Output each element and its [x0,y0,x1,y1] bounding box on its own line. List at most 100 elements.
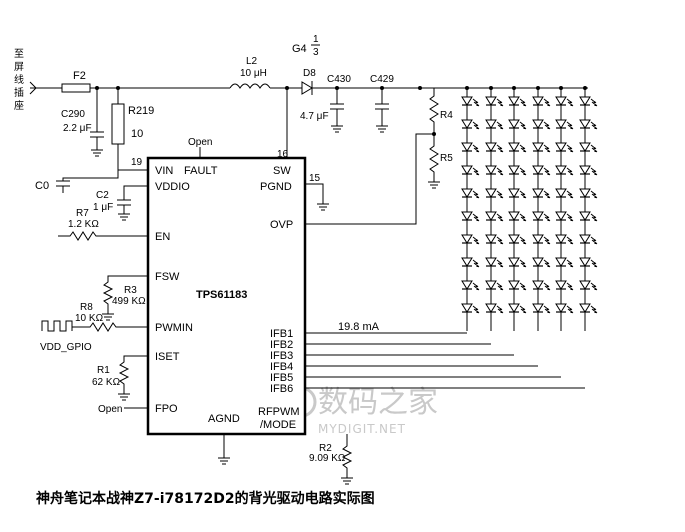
rfpwm-network: R2 9.09 KΩ [309,434,353,485]
c2-value: 1 μF [93,202,113,213]
led-icon [461,234,480,245]
pin-ifb4: IFB4 [270,361,293,373]
fault-open-label: Open [188,137,212,148]
led-icon [485,303,504,314]
capacitor-c290: C290 2.2 μF [61,88,104,157]
connector-label: 至 屏 线 插 座 [14,48,24,112]
pin-agnd: AGND [208,413,240,425]
r8-ref: R8 [80,302,93,313]
led-icon [532,96,551,107]
led-icon [485,280,504,291]
led-icon [579,303,598,314]
input-rail: F2 [29,70,230,95]
led-icon [485,96,504,107]
led-string-5 [555,86,574,331]
led-icon [555,142,574,153]
led-icon [532,257,551,268]
connector-char-2: 屏 [14,61,24,73]
connector-char-1: 至 [14,48,24,60]
led-icon [579,119,598,130]
c429-ref: C429 [370,74,394,85]
led-icon [532,119,551,130]
capacitor-c0: C0 [35,170,119,193]
r4-ref: R4 [440,110,453,121]
led-icon [461,303,480,314]
led-icon [485,211,504,222]
led-icon [579,142,598,153]
led-icon [555,234,574,245]
vdd-gpio-label: VDD_GPIO [40,342,92,353]
led-icon [579,234,598,245]
diode-d8: D8 G4 1 3 [292,34,420,95]
c0-ref: C0 [35,180,49,192]
led-icon [555,119,574,130]
r3-ref: R3 [124,285,137,296]
pin-pwmin: PWMIN [155,322,193,334]
g4-numerator: 1 [313,34,319,45]
led-array [461,86,598,331]
r2-value: 9.09 KΩ [309,453,346,464]
led-icon [461,188,480,199]
led-icon [508,234,527,245]
led-icon [461,280,480,291]
led-icon [461,96,480,107]
r7-value: 1.2 KΩ [68,219,99,230]
r5-ref: R5 [440,153,453,164]
led-icon [555,211,574,222]
pin-en: EN [155,231,170,243]
c2-ref: C2 [96,190,109,201]
pin-fault: FAULT [184,165,218,177]
pin-ifb3: IFB3 [270,350,293,362]
led-icon [461,142,480,153]
led-icon [508,211,527,222]
led-icon [508,96,527,107]
led-icon [485,142,504,153]
iset-network: R1 62 KΩ [92,355,148,401]
pin-sw: SW [273,165,291,177]
capacitor-c2: C2 1 μF [93,185,148,221]
led-icon [579,188,598,199]
current-label: 19.8 mA [338,321,380,333]
led-icon [532,142,551,153]
connector-char-5: 座 [14,99,24,112]
fault-pin: Open [188,137,212,158]
ovp-divider: R4 R5 [305,86,453,225]
led-icon [485,234,504,245]
pwmin-network: R8 10 KΩ VDD_GPIO [40,302,148,353]
led-icon [485,119,504,130]
c290-value: 2.2 μF [63,123,92,134]
watermark-sub: MYDIGIT.NET [318,422,406,436]
fpo-open-label: Open [98,404,122,415]
pin-rfpwm: RFPWM [258,406,300,418]
led-icon [508,303,527,314]
pin-vin: VIN [155,165,173,177]
led-icon [461,211,480,222]
led-icon [461,119,480,130]
l2-value: 10 μH [240,68,267,79]
led-icon [555,303,574,314]
output-capacitors: C430 4.7 μF C429 [300,74,394,133]
pin-vddio: VDDIO [155,181,190,193]
led-icon [485,257,504,268]
led-icon [532,188,551,199]
watermark-main: 数码之家 [318,385,438,420]
led-icon [485,188,504,199]
ic-tps61183: TPS61183 VIN VDDIO EN FSW PWMIN ISET FPO… [146,156,307,436]
led-string-6 [579,86,598,331]
connector-char-4: 插 [14,86,24,99]
connector-char-3: 线 [14,73,24,86]
led-icon [555,188,574,199]
led-icon [532,234,551,245]
led-icon [555,165,574,176]
pin-16: 16 [277,149,289,160]
led-icon [579,165,598,176]
pgnd-ground: 15 [305,173,329,211]
pin-ifb1: IFB1 [270,328,293,340]
fuse-f2 [61,83,91,93]
led-icon [579,211,598,222]
connector-arrow-icon [29,81,37,95]
d8-ref: D8 [303,68,316,79]
l2-ref: L2 [246,56,258,67]
led-icon [579,96,598,107]
